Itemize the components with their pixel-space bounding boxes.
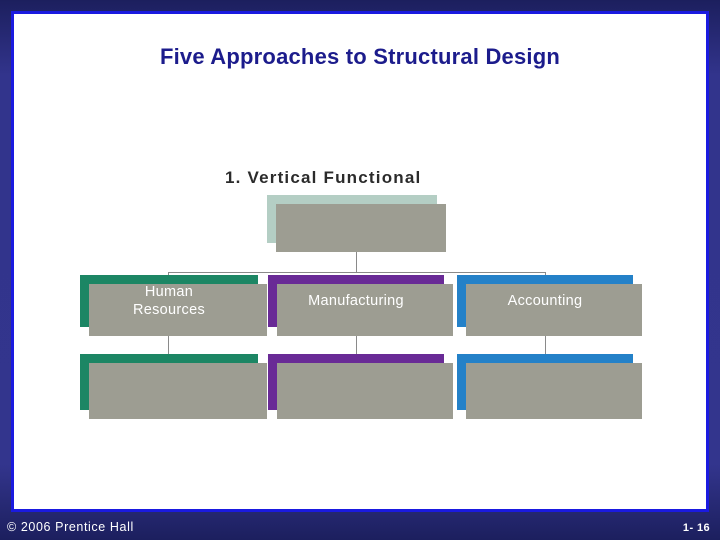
- node-shadow: [276, 204, 446, 252]
- connector-top-to-bus: [356, 243, 357, 273]
- connector-hr-to-sub: [168, 327, 169, 354]
- diagram-heading: 1. Vertical Functional: [225, 168, 422, 187]
- org-node-accounting-label: Accounting: [507, 292, 583, 309]
- connector-horizontal-bus: [168, 272, 545, 273]
- footer-copyright: © 2006 Prentice Hall: [7, 520, 134, 534]
- org-node-human-resources-sub[interactable]: [80, 354, 267, 419]
- org-node-accounting-sub[interactable]: [457, 354, 642, 419]
- org-node-manufacturing-label: Manufacturing: [308, 292, 404, 309]
- node-shadow: [277, 363, 453, 419]
- connector-accounting-to-sub: [545, 327, 546, 354]
- node-shadow: [277, 284, 453, 336]
- org-node-accounting[interactable]: Accounting: [457, 275, 642, 336]
- node-shadow: [89, 284, 267, 336]
- node-shadow: [466, 284, 642, 336]
- page-title: Five Approaches to Structural Design: [159, 44, 561, 69]
- node-shadow: [89, 363, 267, 419]
- slide-content-frame: [11, 11, 709, 512]
- footer-page-number: 1- 16: [682, 522, 710, 534]
- org-node-manufacturing-sub[interactable]: [268, 354, 453, 419]
- org-node-top[interactable]: [267, 195, 446, 252]
- connector-mfg-to-sub: [356, 327, 357, 354]
- node-shadow: [466, 363, 642, 419]
- org-node-manufacturing[interactable]: Manufacturing: [268, 275, 453, 336]
